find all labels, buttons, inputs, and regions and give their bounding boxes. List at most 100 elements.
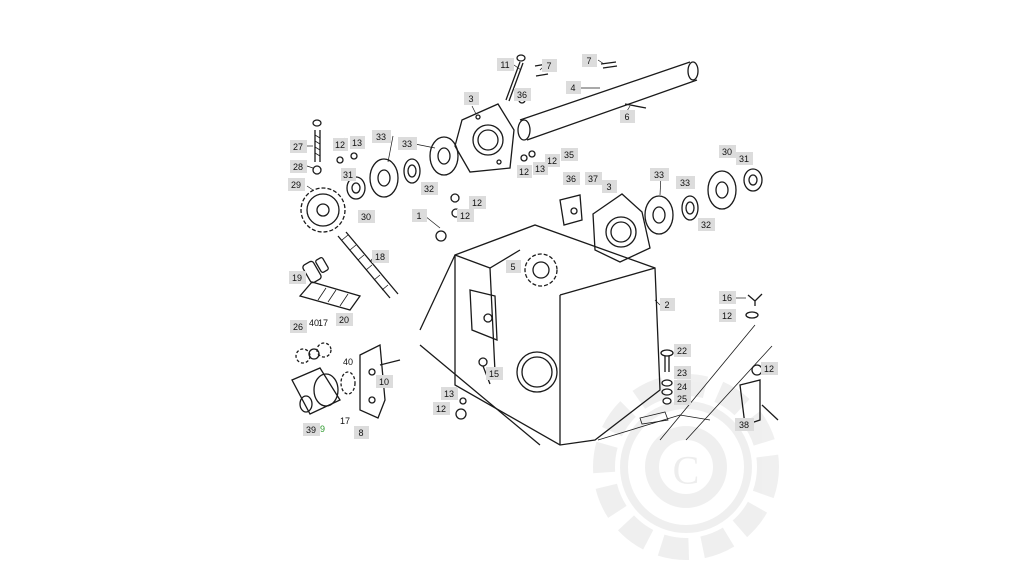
label-8: 8 [354,426,369,439]
label-23: 23 [674,366,691,379]
label-9-highlight: 9 [320,424,325,434]
svg-text:32: 32 [424,184,434,194]
svg-text:5: 5 [510,262,515,272]
svg-text:12: 12 [547,156,557,166]
housing-sprocket [524,253,558,287]
svg-text:1: 1 [416,211,421,221]
label-13c: 13 [441,387,458,400]
label-33c: 33 [650,168,669,181]
svg-text:22: 22 [677,346,687,356]
label-6: 6 [620,110,635,123]
svg-text:20: 20 [339,315,349,325]
svg-text:16: 16 [722,293,732,303]
svg-text:31: 31 [739,154,749,164]
label-40b: 40 [343,357,353,367]
plain-labels: 40 17 40 17 9 [309,318,353,434]
label-30b: 30 [719,145,736,158]
svg-text:30: 30 [722,147,732,157]
label-14d: 12 [517,165,532,178]
label-32a: 32 [421,182,438,195]
label-37: 37 [585,172,602,185]
svg-text:12: 12 [519,167,529,177]
svg-text:12: 12 [722,311,732,321]
sprocket-part [300,187,346,233]
label-15: 15 [486,367,503,380]
label-3a: 3 [464,92,479,105]
svg-text:12: 12 [335,140,345,150]
svg-text:13: 13 [352,138,362,148]
label-13b: 13 [533,162,548,175]
svg-text:12: 12 [472,198,482,208]
svg-text:7: 7 [586,56,591,66]
label-38: 38 [735,418,754,431]
svg-text:3: 3 [468,94,473,104]
svg-text:39: 39 [306,425,316,435]
svg-text:33: 33 [376,132,386,142]
label-30a: 30 [358,210,375,223]
label-3b: 3 [602,180,617,193]
svg-text:19: 19 [292,273,302,283]
svg-text:28: 28 [293,162,303,172]
chain-link-parts [302,257,329,284]
label-35: 35 [561,148,578,161]
bearing-housing-upper [454,103,515,173]
label-27: 27 [290,140,307,153]
main-housing [419,224,661,446]
label-13a: 13 [350,136,365,149]
svg-text:33: 33 [680,178,690,188]
bracket-part [559,194,583,226]
label-39: 39 [303,423,320,436]
label-19: 19 [289,271,306,284]
label-32b: 32 [698,218,715,231]
svg-text:23: 23 [677,368,687,378]
svg-text:33: 33 [654,170,664,180]
svg-text:2: 2 [664,300,669,310]
label-20: 20 [336,313,353,326]
svg-text:26: 26 [293,322,303,332]
label-22: 22 [674,344,691,357]
label-40a: 40 [309,318,319,328]
label-25: 25 [674,392,691,405]
svg-text:15: 15 [489,369,499,379]
label-1: 1 [412,209,427,222]
label-12b: 12 [719,309,736,322]
nuts-washers [336,96,536,420]
svg-text:33: 33 [402,139,412,149]
label-29: 29 [288,178,305,191]
svg-text:29: 29 [291,180,301,190]
bearing-housing-lower [592,193,651,263]
svg-text:13: 13 [444,389,454,399]
svg-text:8: 8 [358,428,363,438]
svg-text:12: 12 [436,404,446,414]
label-17b: 17 [340,416,350,426]
tension-arm-part [359,343,401,419]
label-14c: 12 [457,209,474,222]
label-28: 28 [290,160,307,173]
svg-text:25: 25 [677,394,687,404]
svg-text:12: 12 [460,211,470,221]
chain-part [337,231,399,299]
label-31b: 31 [736,152,753,165]
wing-nut-part [745,293,763,319]
label-14f: 12 [433,402,450,415]
label-17a: 17 [318,318,328,328]
svg-text:36: 36 [517,90,527,100]
label-18: 18 [372,250,389,263]
label-7a: 7 [582,54,597,67]
svg-text:38: 38 [739,420,749,430]
svg-text:30: 30 [361,212,371,222]
svg-text:13: 13 [535,164,545,174]
label-16: 16 [719,291,736,304]
label-26: 26 [290,320,307,333]
svg-text:27: 27 [293,142,303,152]
svg-text:32: 32 [701,220,711,230]
svg-text:31: 31 [343,170,353,180]
shaft-part [517,61,699,141]
svg-text:37: 37 [588,174,598,184]
watermark-letter: C [673,448,700,493]
svg-text:12: 12 [764,364,774,374]
label-10: 10 [376,375,393,388]
svg-text:35: 35 [564,150,574,160]
